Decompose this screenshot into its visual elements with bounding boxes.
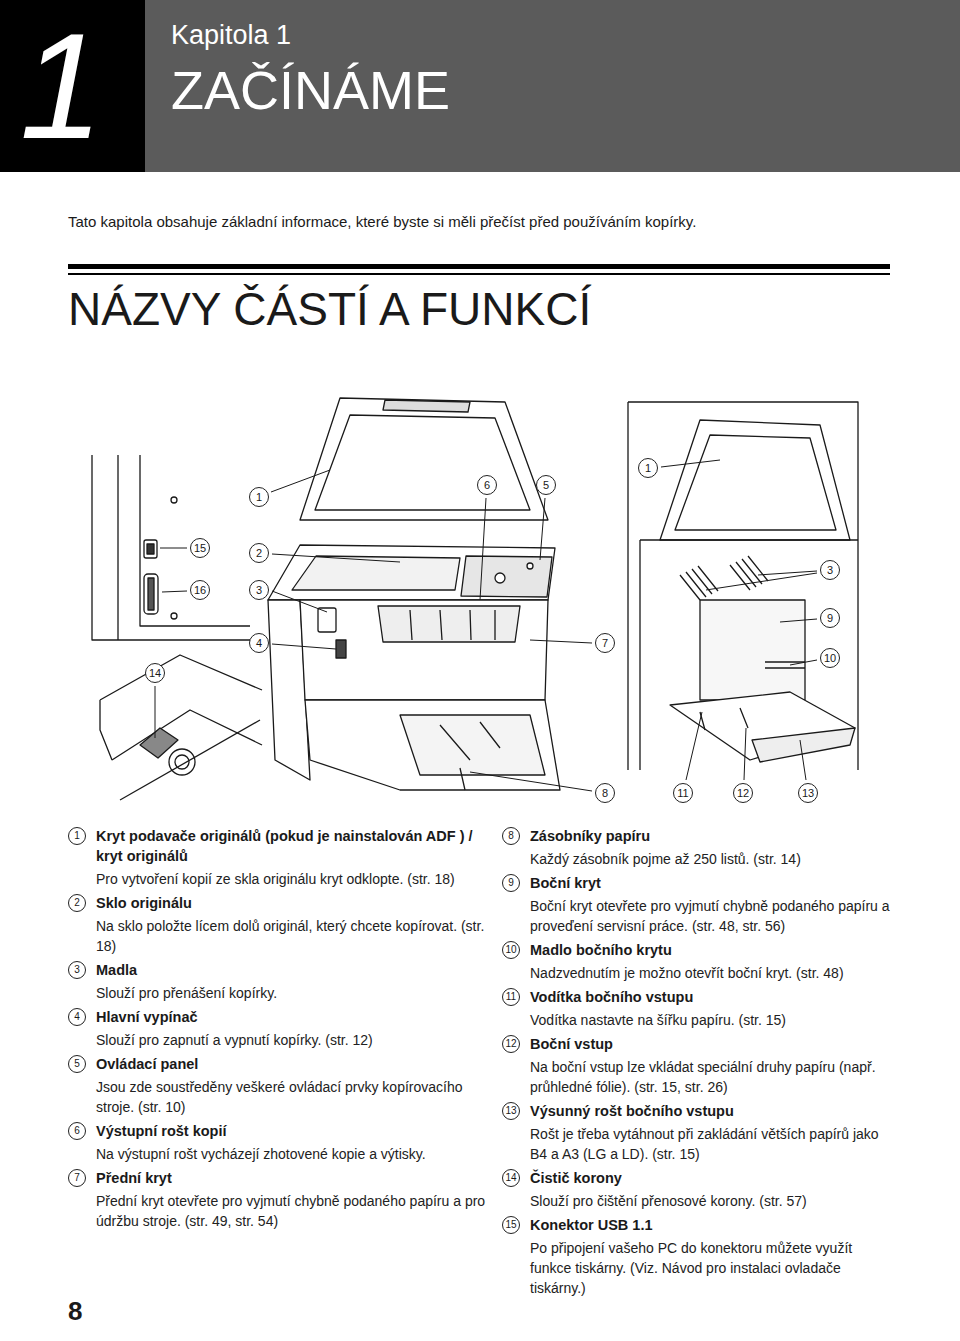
callout-number: 15 [190, 538, 210, 558]
callout-number: 13 [502, 1102, 520, 1120]
part-description: Po připojení vašeho PC do konektoru může… [530, 1238, 894, 1298]
list-item: 2 Sklo originálu Na sklo položte lícem dol… [68, 893, 488, 956]
part-name: Hlavní vypínač [96, 1007, 488, 1027]
callout-number: 3 [249, 580, 269, 600]
header-text: 1 [20, 6, 103, 166]
part-name: Výsunný rošt bočního vstupu [530, 1101, 894, 1121]
part-description: Na boční vstup lze vkládat speciální dru… [530, 1057, 894, 1097]
callout-number: 14 [502, 1169, 520, 1187]
callout-number: 4 [68, 1008, 86, 1026]
callout-number: 4 [249, 633, 269, 653]
callout-number: 12 [733, 783, 753, 803]
part-name: Ovládací panel [96, 1054, 488, 1074]
callout-number: 3 [68, 961, 86, 979]
list-item: 10 Madlo bočního krytuNadzvednutím je mož… [502, 940, 894, 983]
chapter-header-band: Kapitola 1 ZAČÍNÁME [145, 0, 960, 172]
callout-number: 7 [68, 1169, 86, 1187]
part-description: Rošt je třeba vytáhnout při zakládání vě… [530, 1124, 894, 1164]
callout-number: 3 [820, 560, 840, 580]
callout-number: 12 [502, 1035, 520, 1053]
callout-number: 14 [145, 663, 165, 683]
callout-number: 1 [68, 827, 86, 845]
list-item: 8 Zásobníky papíruKaždý zásobník pojme až… [502, 826, 894, 869]
part-description: Na výstupní rošt vycházejí zhotovené kop… [96, 1144, 488, 1164]
parts-list-column: 8 Zásobníky papíruKaždý zásobník pojme až… [502, 826, 894, 1302]
callout-number: 6 [477, 475, 497, 495]
parts-list-column: 1 Kryt podavače originálů (pokud je nains… [68, 826, 488, 1235]
part-name: Boční kryt [530, 873, 894, 893]
list-item: 6 Výstupní rošt kopií Na výstupní rošt vyc… [68, 1121, 488, 1164]
list-item: 12 Boční vstup Na boční vstup lze vkládat … [502, 1034, 894, 1097]
callout-number: 5 [68, 1055, 86, 1073]
double-rule [68, 264, 890, 275]
callout-number: 10 [820, 648, 840, 668]
chapter-number-box: 1 [0, 0, 145, 172]
callout-number: 1 [638, 458, 658, 478]
part-name: Výstupní rošt kopií [96, 1121, 488, 1141]
callout-number: 2 [249, 543, 269, 563]
list-item: 7 Přední krytPřední kryt otevřete pro vyj… [68, 1168, 488, 1231]
list-item: 5 Ovládací panelJsou zde soustředěny vešk… [68, 1054, 488, 1117]
page-number: 8 [68, 1296, 82, 1326]
leader-lines [155, 460, 817, 791]
chapter-title: ZAČÍNÁME [171, 58, 960, 122]
part-name: Konektor USB 1.1 [530, 1215, 894, 1235]
part-description: Slouží pro čištění přenosové korony. (st… [530, 1191, 894, 1211]
callout-number: 7 [595, 633, 615, 653]
part-name: Zásobníky papíru [530, 826, 894, 846]
part-description: Každý zásobník pojme až 250 listů. (str.… [530, 849, 894, 869]
part-name: Sklo originálu [96, 893, 488, 913]
callout-number: 11 [502, 988, 520, 1006]
callout-number: 9 [820, 608, 840, 628]
part-name: Přední kryt [96, 1168, 488, 1188]
part-description: Nadzvednutím je možno otevřít boční kryt… [530, 963, 894, 983]
part-description: Pro vytvoření kopií ze skla originálu kr… [96, 869, 488, 889]
part-description: Přední kryt otevřete pro vyjmutí chybně … [96, 1191, 488, 1231]
callout-number: 8 [502, 827, 520, 845]
callout-number: 15 [502, 1216, 520, 1234]
callout-number: 8 [595, 783, 615, 803]
part-description: Slouží pro zapnutí a vypnutí kopírky. (s… [96, 1030, 488, 1050]
list-item: 15 Konektor USB 1.1 Po připojení vašeho PC… [502, 1215, 894, 1298]
header-text: Kapitola 1 [171, 18, 960, 52]
callout-number: 10 [502, 941, 520, 959]
part-description: Boční kryt otevřete pro vyjmutí chybně p… [530, 896, 894, 936]
part-description: Slouží pro přenášení kopírky. [96, 983, 488, 1003]
part-description: Jsou zde soustředěny veškeré ovládací pr… [96, 1077, 488, 1117]
callout-number: 13 [798, 783, 818, 803]
part-name: Kryt podavače originálů (pokud je nainst… [96, 826, 488, 866]
callout-number: 5 [536, 475, 556, 495]
callout-number: 2 [68, 894, 86, 912]
section-heading: NÁZVY ČÁSTÍ A FUNKCÍ [68, 281, 591, 337]
part-description: Na sklo položte lícem dolů originál, kte… [96, 916, 488, 956]
part-name: Madlo bočního krytu [530, 940, 894, 960]
copier-drawing [92, 398, 858, 800]
part-name: Madla [96, 960, 488, 980]
callout-number: 1 [249, 487, 269, 507]
list-item: 14 Čistič koronySlouží pro čištění přenos… [502, 1168, 894, 1211]
callout-number: 9 [502, 874, 520, 892]
list-item: 9 Boční krytBoční kryt otevřete pro vyjmu… [502, 873, 894, 936]
list-item: 4 Hlavní vypínačSlouží pro zapnutí a vypn… [68, 1007, 488, 1050]
part-name: Vodítka bočního vstupu [530, 987, 894, 1007]
part-name: Boční vstup [530, 1034, 894, 1054]
list-item: 1 Kryt podavače originálů (pokud je nains… [68, 826, 488, 889]
list-item: 13 Výsunný rošt bočního vstupuRošt je tře… [502, 1101, 894, 1164]
part-name: Čistič korony [530, 1168, 894, 1188]
part-description: Vodítka nastavte na šířku papíru. (str. … [530, 1010, 894, 1030]
callout-number: 11 [673, 783, 693, 803]
list-item: 3 MadlaSlouží pro přenášení kopírky. [68, 960, 488, 1003]
callout-number: 16 [190, 580, 210, 600]
intro-text: Tato kapitola obsahuje základní informac… [68, 212, 696, 232]
list-item: 11 Vodítka bočního vstupuVodítka nastavte… [502, 987, 894, 1030]
callout-number: 6 [68, 1122, 86, 1140]
